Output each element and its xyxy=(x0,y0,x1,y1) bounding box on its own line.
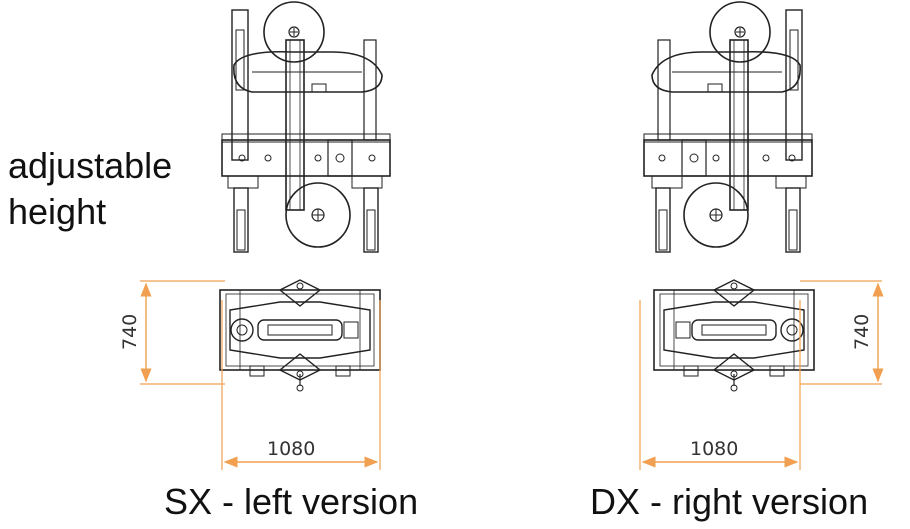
dx-depth-value: 740 xyxy=(851,314,873,350)
sx-depth-dimension: 740 xyxy=(119,280,225,385)
sx-width-dimension: 1080 xyxy=(221,300,381,470)
dx-width-dimension: 1080 xyxy=(639,300,801,470)
dx-depth-dimension: 740 xyxy=(800,280,884,385)
dx-drawing xyxy=(643,1,815,392)
dx-front-view xyxy=(643,1,813,253)
sx-front-view xyxy=(221,1,391,253)
sx-plan-view xyxy=(219,279,381,392)
dx-plan-view xyxy=(653,279,815,392)
height-label: height xyxy=(8,191,107,232)
sx-width-value: 1080 xyxy=(267,438,315,460)
left-version-caption: SX - left version xyxy=(164,481,419,522)
sx-depth-value: 740 xyxy=(119,314,141,350)
right-version-caption: DX - right version xyxy=(590,481,869,522)
dx-width-value: 1080 xyxy=(690,438,738,460)
adjustable-label: adjustable xyxy=(8,145,173,186)
